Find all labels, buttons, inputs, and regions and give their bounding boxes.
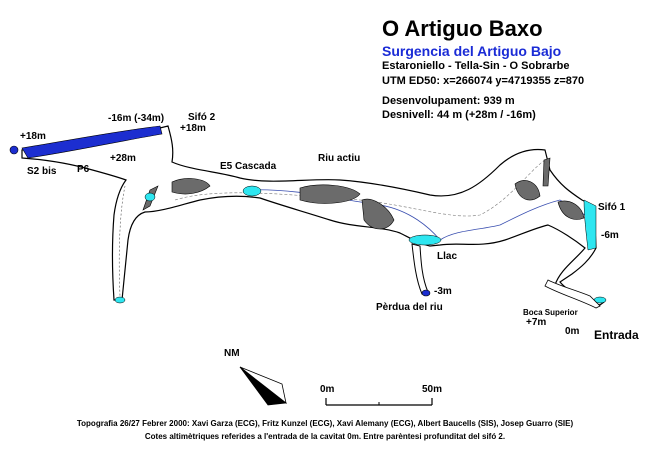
location-text: Estaroniello - Tella-Sin - O Sobrarbe <box>382 60 570 72</box>
north-label: NM <box>224 348 240 359</box>
scale-bar <box>325 398 433 406</box>
sifo1-water <box>583 199 597 251</box>
water-pool <box>408 234 442 246</box>
sump-sifo2 <box>21 125 163 159</box>
cave-passage-main <box>21 125 606 306</box>
credits-line-2: Cotes altimètriques referides a l'entrad… <box>144 432 506 441</box>
sump-perdua <box>421 289 431 297</box>
label-sifo1: Sifó 1 <box>598 202 626 213</box>
label-minus3: -3m <box>434 286 452 297</box>
label-minus16: -16m (-34m) <box>108 113 165 124</box>
rock-pillar <box>514 180 541 201</box>
label-sifo2: Sifó 2 <box>188 112 216 123</box>
label-plus18-left: +18m <box>20 131 46 142</box>
perdua-passage <box>411 243 429 295</box>
label-s2bis: S2 bis <box>27 166 57 177</box>
scale-end-label: 50m <box>422 384 443 395</box>
cave-inner-wall <box>118 185 126 297</box>
scale-start-label: 0m <box>320 384 335 395</box>
label-minus6: -6m <box>601 230 619 241</box>
sump-s2bis <box>9 145 19 155</box>
map-subtitle: Surgencia del Artiguo Bajo <box>382 43 562 59</box>
rock-pillar <box>557 200 585 220</box>
label-entrada: Entrada <box>594 328 639 342</box>
water-pool <box>242 185 262 197</box>
label-plus28: +28m <box>110 153 136 164</box>
label-plus7: +7m <box>526 317 547 328</box>
label-riu-actiu: Riu actiu <box>318 153 361 164</box>
label-boca-superior: Boca Superior <box>523 308 578 317</box>
rock-pillar <box>361 198 395 230</box>
depth-text: Desnivell: 44 m (+28m / -16m) <box>382 109 536 121</box>
label-p6: P6 <box>77 164 90 175</box>
label-e5-cascada: E5 Cascada <box>220 161 277 172</box>
entrance-passage <box>544 279 601 309</box>
rock-pillar <box>299 184 361 204</box>
label-perdua-del-riu: Pèrdua del riu <box>376 302 443 313</box>
label-zero-m: 0m <box>565 326 580 337</box>
label-llac: Llac <box>437 251 458 262</box>
water-pool <box>144 192 156 202</box>
water-pool <box>114 296 126 304</box>
cave-inner-wall <box>174 159 546 217</box>
coordinates-text: UTM ED50: x=266074 y=4719355 z=870 <box>382 75 585 87</box>
rock-pillar <box>171 178 211 195</box>
rock-pillar <box>542 157 551 187</box>
map-title: O Artiguo Baxo <box>382 16 543 41</box>
label-sifo2-depth: +18m <box>180 123 206 134</box>
credits-line-1: Topografia 26/27 Febrer 2000: Xavi Garza… <box>76 419 574 428</box>
development-text: Desenvolupament: 939 m <box>382 95 515 107</box>
north-arrow <box>239 366 288 406</box>
